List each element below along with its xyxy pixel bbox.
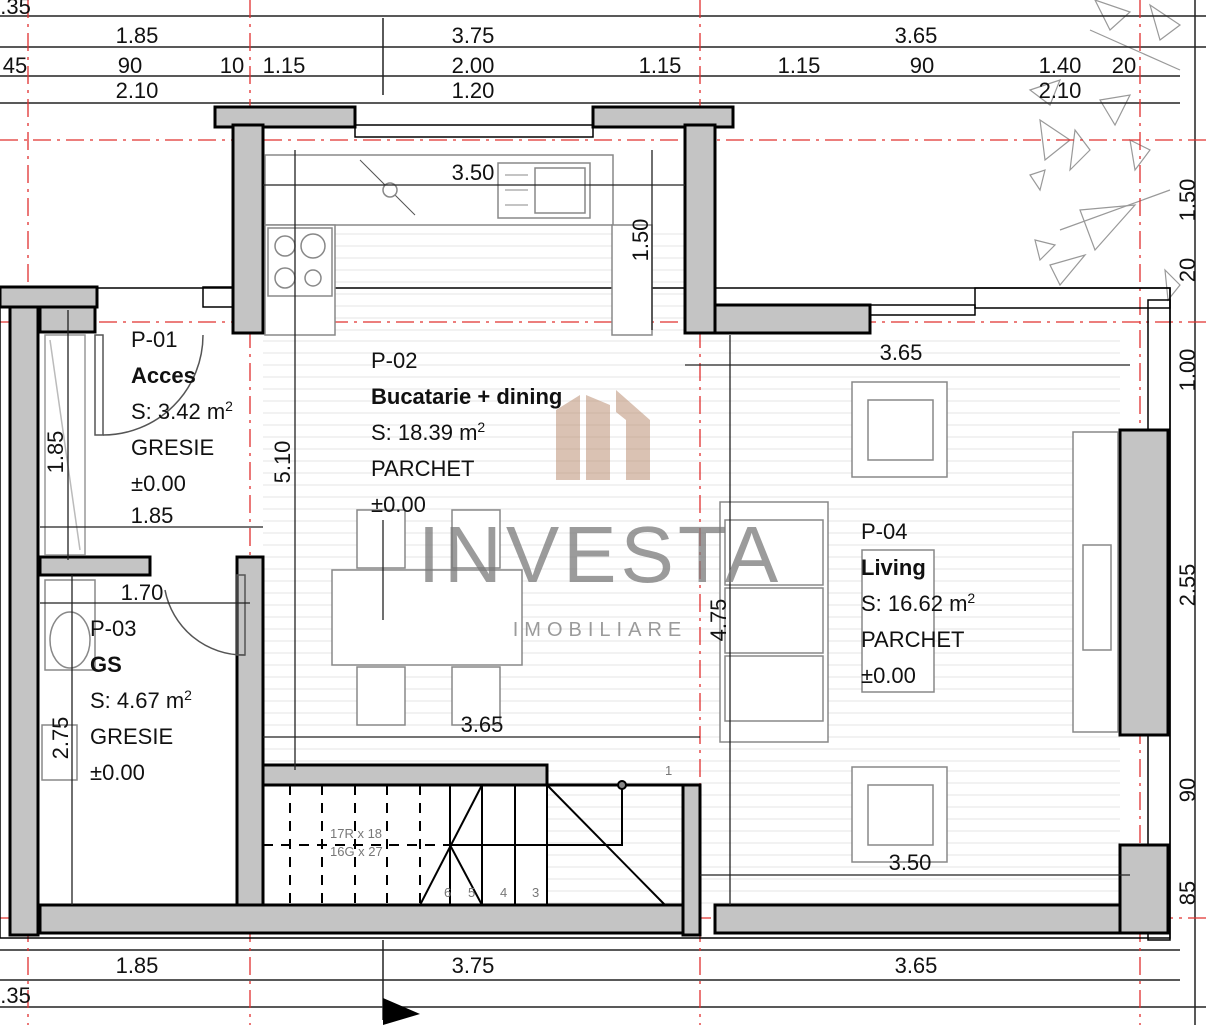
bottom-dimension-labels: 1.85 3.75 3.65 9.35	[0, 953, 937, 1008]
dimension: 1.85	[116, 23, 159, 48]
floor-hatching	[263, 233, 1120, 904]
room-label-p02: P-02 Bucatarie + dining S: 18.39 m2 PARC…	[371, 348, 562, 517]
kitchen-door-swing-icon	[359, 159, 416, 216]
dimension: 1.15	[778, 53, 821, 78]
dimension: 3.75	[452, 23, 495, 48]
dimension: 5.10	[270, 441, 295, 484]
dimension: 85	[1175, 881, 1200, 905]
walls	[0, 105, 1171, 941]
step-number: 3	[532, 885, 539, 900]
dimension: 1.85	[131, 503, 174, 528]
dimension: 1.85	[43, 431, 68, 474]
dimension: 3.65	[895, 953, 938, 978]
stair-labels: 17R x 18 16G x 27 6 5 4 3 1	[330, 763, 672, 900]
dimension: 1.15	[639, 53, 682, 78]
hob-icon	[267, 227, 333, 297]
armchair-icon	[851, 766, 948, 863]
room-name: GS	[90, 652, 122, 677]
dimension-overall: 9.35	[0, 983, 31, 1008]
dimension: 1.15	[263, 53, 306, 78]
tree-landscape-icon	[1028, 0, 1182, 302]
room-floor: GRESIE	[131, 435, 214, 460]
dimension: 2.75	[48, 717, 73, 760]
dimension: 1.85	[116, 953, 159, 978]
room-name: Bucatarie + dining	[371, 384, 562, 409]
room-code: P-04	[861, 519, 907, 544]
step-number: 1	[665, 763, 672, 778]
room-floor: PARCHET	[861, 627, 965, 652]
dimension: 3.50	[889, 850, 932, 875]
dimension-overall: 9.35	[0, 0, 31, 19]
right-dimension-labels: 1.50 20 1.00 2.55 90 85	[1175, 179, 1200, 906]
room-area: S: 3.42 m2	[131, 398, 233, 424]
room-level: ±0.00	[371, 492, 426, 517]
bottom-dimension-lines	[0, 940, 1206, 1025]
dining-table	[331, 509, 523, 726]
doors	[44, 334, 246, 656]
dimension: 1.50	[628, 219, 653, 262]
room-level: ±0.00	[861, 663, 916, 688]
room-area: S: 18.39 m2	[371, 419, 485, 445]
room-floor: PARCHET	[371, 456, 475, 481]
room-name: Living	[861, 555, 926, 580]
room-code: P-02	[371, 348, 417, 373]
staircase	[261, 780, 685, 907]
step-number: 5	[468, 885, 475, 900]
room-area: S: 4.67 m2	[90, 687, 192, 713]
investa-logo-icon	[556, 390, 650, 480]
dimension: 45	[3, 53, 27, 78]
room-level: ±0.00	[90, 760, 145, 785]
interior-dimension-lines	[40, 150, 1130, 905]
dimension: 3.65	[895, 23, 938, 48]
top-dimension-labels: 9.35 1.85 3.75 3.65 45 90 10 1.15 2.00 1…	[0, 0, 1136, 103]
toilet-icon	[41, 579, 96, 781]
step-number: 4	[500, 885, 507, 900]
dimension: 3.75	[452, 953, 495, 978]
dimension: 20	[1175, 258, 1200, 282]
dimension: 3.65	[880, 340, 923, 365]
room-label-p01: P-01 Acces S: 3.42 m2 GRESIE ±0.00	[131, 327, 233, 496]
sink-icon	[497, 162, 591, 219]
dimension: 1.00	[1175, 349, 1200, 392]
room-area: S: 16.62 m2	[861, 590, 975, 616]
dimension: 1.50	[1175, 179, 1200, 222]
watermark-sub: IMOBILIARE	[513, 619, 687, 641]
interior-dimension-labels: 3.50 1.50 3.65 5.10 1.85 1.85 1.70 2.75 …	[43, 160, 931, 875]
dimension: 2.10	[1039, 78, 1082, 103]
dimension: 2.55	[1175, 564, 1200, 607]
living-furniture	[719, 381, 1119, 863]
room-level: ±0.00	[131, 471, 186, 496]
watermark-brand: INVESTA	[418, 510, 782, 599]
room-label-p03: P-03 GS S: 4.67 m2 GRESIE ±0.00	[90, 616, 192, 785]
section-arrow-icon	[383, 998, 420, 1025]
dimension: 1.40	[1039, 53, 1082, 78]
sofa-icon	[719, 501, 829, 743]
dimension: 2.10	[116, 78, 159, 103]
dimension: 90	[1175, 778, 1200, 802]
kitchen-furniture	[264, 154, 653, 336]
stair-risers: 17R x 18	[330, 826, 382, 841]
armchair-icon	[851, 381, 948, 478]
dimension: 90	[118, 53, 142, 78]
room-label-p04: P-04 Living S: 16.62 m2 PARCHET ±0.00	[861, 519, 975, 688]
dimension: 10	[220, 53, 244, 78]
stair-goings: 16G x 27	[330, 844, 383, 859]
step-number: 6	[444, 885, 451, 900]
dimension: 2.00	[452, 53, 495, 78]
dimension: 3.50	[452, 160, 495, 185]
dimension: 4.75	[706, 599, 731, 642]
dimension: 3.65	[461, 712, 504, 737]
dimension: 90	[910, 53, 934, 78]
dimension: 1.70	[121, 580, 164, 605]
investa-watermark: INVESTA IMOBILIARE	[418, 390, 782, 641]
dimension: 20	[1112, 53, 1136, 78]
room-floor: GRESIE	[90, 724, 173, 749]
room-code: P-01	[131, 327, 177, 352]
dimension: 1.20	[452, 78, 495, 103]
tv-unit-icon	[1072, 431, 1119, 733]
room-code: P-03	[90, 616, 136, 641]
room-name: Acces	[131, 363, 196, 388]
